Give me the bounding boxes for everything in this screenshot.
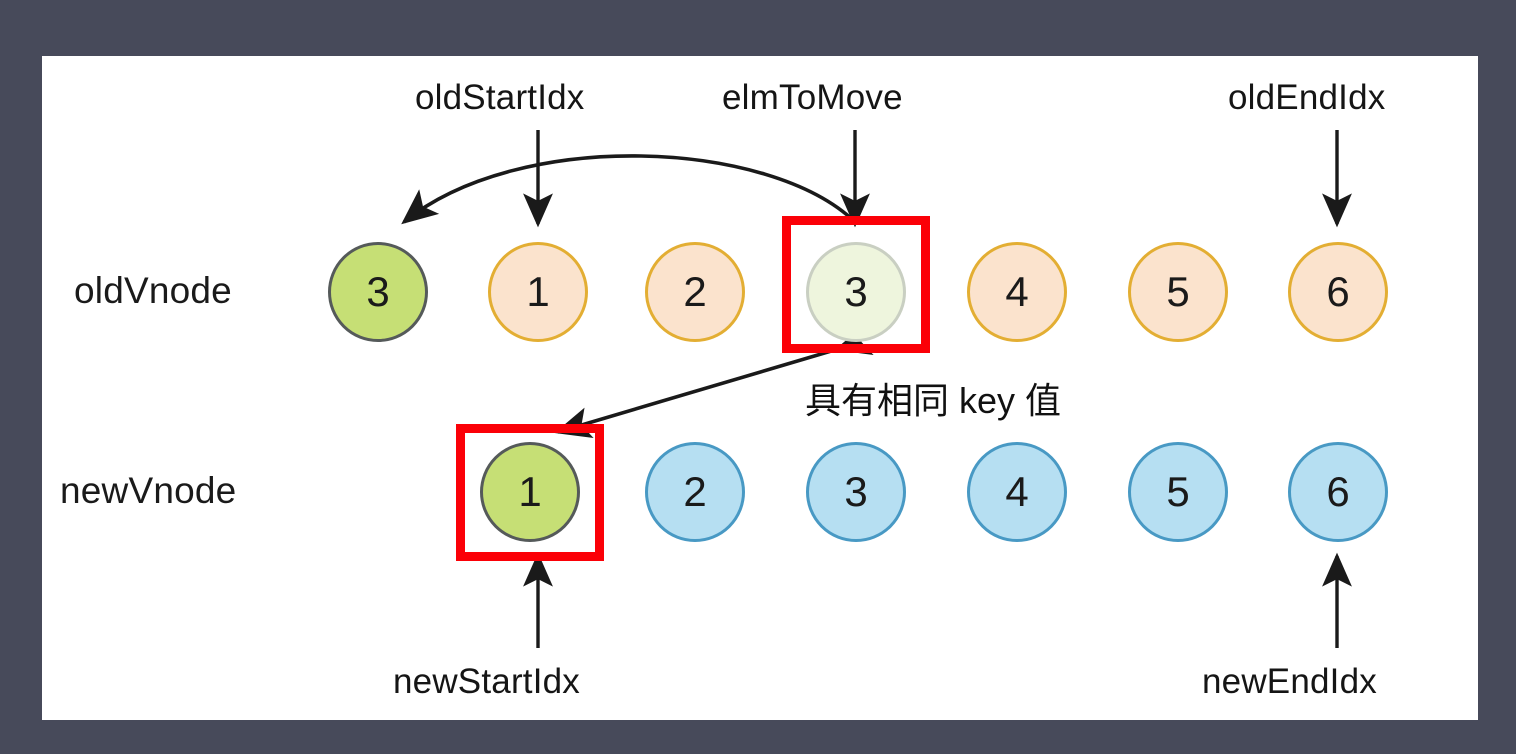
old-node-5-value: 5 — [1166, 268, 1190, 315]
old-node-0-value: 3 — [366, 268, 390, 315]
old-node-4-value: 4 — [1005, 268, 1029, 315]
annotation-same-key: 具有相同 key 值 — [805, 380, 1062, 421]
old-node-1-value: 1 — [526, 268, 550, 315]
highlight-box-new-node — [456, 424, 604, 561]
pointer-label-newendidx: newEndIdx — [1202, 662, 1377, 701]
new-node-3[interactable]: 4 — [967, 442, 1067, 542]
new-node-2[interactable]: 3 — [806, 442, 906, 542]
old-node-3[interactable]: 3 — [806, 242, 906, 342]
pointer-label-oldstartidx: oldStartIdx — [415, 78, 585, 117]
new-node-5-value: 6 — [1326, 468, 1350, 515]
old-node-2[interactable]: 2 — [645, 242, 745, 342]
new-node-1-value: 2 — [683, 468, 707, 515]
pointer-label-newstartidx: newStartIdx — [393, 662, 581, 701]
old-node-1[interactable]: 1 — [488, 242, 588, 342]
highlight-box-old-node — [782, 216, 930, 353]
old-node-3-value: 3 — [844, 268, 868, 315]
new-node-0-value: 1 — [518, 468, 542, 515]
new-node-3-value: 4 — [1005, 468, 1029, 515]
old-node-6[interactable]: 6 — [1288, 242, 1388, 342]
old-node-5[interactable]: 5 — [1128, 242, 1228, 342]
old-node-0[interactable]: 3 — [328, 242, 428, 342]
row-label-newvnode: newVnode — [60, 470, 237, 511]
old-node-2-value: 2 — [683, 268, 707, 315]
old-node-6-value: 6 — [1326, 268, 1350, 315]
new-node-4-value: 5 — [1166, 468, 1190, 515]
old-node-4[interactable]: 4 — [967, 242, 1067, 342]
new-node-1[interactable]: 2 — [645, 442, 745, 542]
new-node-4[interactable]: 5 — [1128, 442, 1228, 542]
pointer-label-elmtomove: elmToMove — [722, 78, 903, 117]
row-label-oldvnode: oldVnode — [74, 270, 232, 311]
new-node-0[interactable]: 1 — [480, 442, 580, 542]
new-node-5[interactable]: 6 — [1288, 442, 1388, 542]
pointer-label-oldendidx: oldEndIdx — [1228, 78, 1386, 117]
new-node-2-value: 3 — [844, 468, 868, 515]
diagram-card — [42, 56, 1478, 720]
